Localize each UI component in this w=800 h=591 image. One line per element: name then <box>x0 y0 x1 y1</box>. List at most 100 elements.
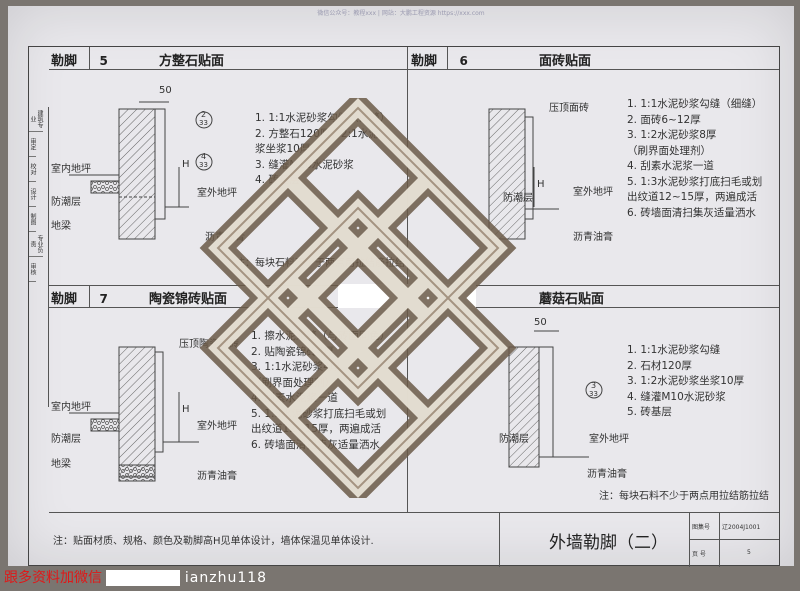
bottom-note: 注：贴面材质、规格、颜色及勒脚高H见单体设计，墙体保温见单体设计. <box>53 536 374 547</box>
footer-contact: 跟多资料加微信 ianzhu118 <box>4 567 267 587</box>
sidebar-signature-column: 建筑专业 审定 校对 设计 制图 专业负责 审核 <box>29 107 49 407</box>
note-line: 6. 砖墙面清扫集灰适量洒水 <box>251 438 380 451</box>
note-line: 出纹道12~15厚，两遍成活 <box>627 191 758 203</box>
page-label: 页 号 <box>692 551 706 558</box>
redaction-block <box>338 284 476 308</box>
label-damp: 防潮层 <box>51 197 81 208</box>
header-number: 6 <box>459 54 468 68</box>
footer-redaction <box>106 570 181 586</box>
note-line: 5. 1:3水泥砂浆打底扫毛或划 <box>251 407 387 420</box>
section-6-notes: 1. 1:1水泥砂浆勾缝（细缝） 2. 面砖6~12厚 3. 1:2水泥砂浆8厚… <box>627 97 762 221</box>
drawing-sheet: 微信公众号：教程xxx | 网站：大鹏工程资源 https://xxx.com … <box>8 6 794 567</box>
page-number: 5 <box>747 549 751 556</box>
section-6-title: 面砖贴面 <box>539 54 592 69</box>
label-asphalt: 沥青油膏 <box>205 232 245 243</box>
header-prefix: 勒脚 <box>51 54 78 69</box>
sidebar-cell: 审定 <box>29 132 36 157</box>
label-outdoor: 室外地坪 <box>573 187 613 198</box>
title-block-line <box>689 539 779 540</box>
h-label: H <box>182 159 190 170</box>
top-watermark: 微信公众号：教程xxx | 网站：大鹏工程资源 https://xxx.com <box>317 10 485 17</box>
note-line: 1. 1:1水泥砂浆勾缝（细缝） <box>627 98 763 110</box>
label-beam: 地梁 <box>51 459 71 470</box>
note-line: 浆坐浆10厚 <box>255 143 311 155</box>
ref-mark: 33 <box>589 390 598 398</box>
label-asphalt: 沥青油膏 <box>587 469 627 480</box>
header-sep <box>447 47 448 69</box>
note-line: 1. 擦水泥浆缝（与砖面同色） <box>251 330 391 342</box>
footer-prefix: 跟多资料加微信 <box>4 570 102 586</box>
note-line: 1. 1:1水泥砂浆勾缝 <box>627 344 721 356</box>
section-7-header: 勒脚 7 <box>51 288 108 307</box>
ref-mark: 4 <box>201 152 207 161</box>
sidebar-cell: 建筑专业 <box>29 107 43 132</box>
section-8-title: 蘑菇石贴面 <box>539 292 605 307</box>
sidebar-cell: 校对 <box>29 157 36 182</box>
dim-label: 50 <box>534 317 547 328</box>
note-line: 2. 贴陶瓷锦砖4厚 <box>251 345 335 358</box>
detail-5-wall <box>69 101 213 240</box>
atlas-number: 辽2004J1001 <box>722 524 761 531</box>
note-line: 出纹道12~15厚，两遍成活 <box>251 423 382 435</box>
note-line: 4. 缝灌M10水泥砂浆 <box>627 390 726 403</box>
dim-label: 50 <box>159 85 172 96</box>
label-damp: 防潮层 <box>503 193 533 204</box>
title-block-sep <box>499 512 500 567</box>
ref-mark: 33 <box>199 161 208 169</box>
note-line: 2. 面砖6~12厚 <box>627 113 701 126</box>
header-prefix: 勒脚 <box>51 292 78 307</box>
section-5-footnote: 注：每块石料不少于两点用拉结筋拉结 <box>235 258 405 269</box>
header-number: 7 <box>99 292 108 306</box>
label-beam: 地梁 <box>51 221 71 232</box>
section-7-notes: 1. 擦水泥浆缝（与砖面同色） 2. 贴陶瓷锦砖4厚 3. 1:1水泥砂浆4厚 … <box>251 329 390 453</box>
header-number: 5 <box>99 54 108 68</box>
note-line: 3. 1:2水泥砂浆坐浆10厚 <box>627 375 745 387</box>
header-sep <box>89 47 90 69</box>
section-5-title: 方整石贴面 <box>159 54 225 69</box>
note-line: 3. 1:1水泥砂浆4厚 <box>251 361 341 373</box>
note-line: 5. 砖基层 <box>627 406 672 418</box>
h-label: H <box>537 179 545 190</box>
detail-drawings <box>69 101 603 482</box>
label-outdoor: 室外地坪 <box>589 434 629 445</box>
sheet-title: 外墙勒脚（二） <box>549 533 668 553</box>
note-line: 4. 刮素水泥浆一道 <box>627 160 714 172</box>
label-indoor: 室内地坪 <box>51 164 91 175</box>
detail-7-wall <box>69 346 199 482</box>
sidebar-cell: 审核 <box>29 257 36 282</box>
sidebar-cell: 制图 <box>29 207 36 232</box>
detail-8-wall <box>508 330 603 468</box>
label-cap: 压顶陶瓷锦砖 <box>179 339 239 350</box>
label-damp: 防潮层 <box>51 434 81 445</box>
header-prefix: 勒脚 <box>411 54 438 69</box>
label-cap: 压顶面砖 <box>549 103 589 114</box>
note-line: 2. 方整石120厚，2:1水泥 <box>255 127 379 140</box>
note-line: 3. 1:2水泥砂浆8厚 <box>627 129 717 141</box>
sidebar-cell: 专业负责 <box>29 232 43 257</box>
note-line: （刷界面处理剂） <box>627 144 711 157</box>
note-line: 4. 刮素水泥浆一道 <box>251 392 338 404</box>
label-damp: 防潮层 <box>499 434 529 445</box>
atlas-label: 图集号 <box>692 524 711 531</box>
section-5-notes: 1. 1:1水泥砂浆勾缝（凹缝） 2. 方整石120厚，2:1水泥 浆坐浆10厚… <box>255 111 390 189</box>
label-outdoor: 室外地坪 <box>197 421 237 432</box>
note-line: 1. 1:1水泥砂浆勾缝（凹缝） <box>255 112 391 124</box>
note-line: 4. 砖基层 <box>255 174 300 186</box>
note-line: （刷界面处理剂） <box>251 376 335 389</box>
note-divider <box>49 512 779 513</box>
section-8-notes: 1. 1:1水泥砂浆勾缝 2. 石材120厚 3. 1:2水泥砂浆坐浆10厚 4… <box>627 343 744 421</box>
note-line: 5. 1:3水泥砂浆打底扫毛或划 <box>627 175 763 188</box>
ref-mark: 2 <box>201 110 207 119</box>
note-line: 2. 石材120厚 <box>627 359 692 372</box>
footer-suffix: ianzhu118 <box>184 570 268 586</box>
label-outdoor: 室外地坪 <box>197 188 237 199</box>
section-8-footnote: 注：每块石料不少于两点用拉结筋拉结 <box>599 491 769 502</box>
sidebar-cell: 设计 <box>29 182 36 207</box>
section-6-header: 勒脚 6 <box>411 50 468 69</box>
header-sep <box>89 285 90 307</box>
ref-mark: 33 <box>199 119 208 127</box>
header-line-top <box>49 69 779 70</box>
ref-mark: 3 <box>591 381 597 390</box>
label-asphalt: 沥青油膏 <box>573 232 613 243</box>
note-line: 3. 缝灌M10水泥砂浆 <box>255 158 354 171</box>
